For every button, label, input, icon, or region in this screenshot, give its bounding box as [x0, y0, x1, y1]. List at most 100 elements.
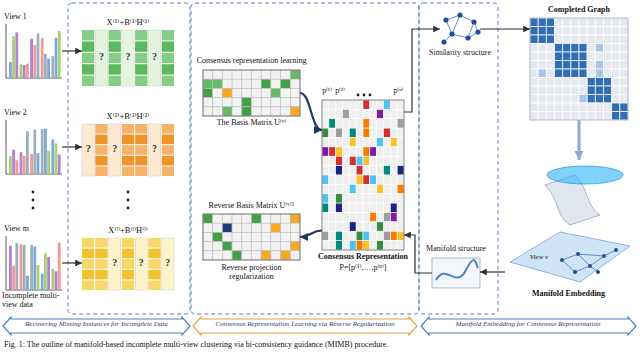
matrix-cell [370, 222, 377, 231]
data-cell [148, 249, 160, 259]
matrix-cell [336, 119, 343, 128]
graph-vertex [475, 29, 480, 34]
bar [44, 129, 47, 174]
stage-label: Consensus Representation Learning via Re… [202, 321, 408, 329]
heatmap-cell [587, 52, 595, 61]
matrix-cell [390, 175, 397, 184]
heatmap-cell [595, 103, 603, 112]
heatmap-cell [587, 103, 595, 112]
matrix-cell [336, 175, 343, 184]
matrix-cell [336, 231, 343, 240]
missing-column [122, 30, 134, 86]
data-cell [148, 238, 160, 248]
data-cell [122, 270, 134, 280]
matrix-cell [390, 231, 397, 240]
matrix-cell [343, 109, 350, 118]
matrix-cell [384, 213, 391, 222]
heatmap-cell [595, 86, 603, 95]
matrix-cell [222, 223, 232, 232]
missing-mark: ? [95, 51, 107, 62]
data-cell [82, 53, 94, 63]
matrix-cell [384, 231, 391, 240]
matrix-cell [397, 138, 404, 147]
matrix-cell [390, 203, 397, 212]
heatmap-cell [538, 86, 546, 95]
label-slot: View 1 [4, 13, 62, 22]
matrix-cell [281, 232, 291, 241]
data-cell [122, 249, 134, 259]
matrix-cell [370, 231, 377, 240]
matrix-cell [322, 166, 329, 175]
label-slot: P=[p⁽¹⁾,…,p⁽ⁿ⁾] [307, 264, 419, 273]
heatmap-cell [571, 35, 579, 44]
figure-caption: Fig. 1: The outline of manifold-based in… [4, 341, 636, 350]
heatmap-cell [620, 69, 628, 78]
matrix-cell [363, 166, 370, 175]
connector [480, 28, 530, 29]
matrix-cell [222, 242, 232, 251]
matrix-cell [377, 213, 384, 222]
matrix-cell [377, 241, 384, 250]
matrix-cell [232, 88, 242, 97]
matrix-cell [356, 222, 363, 231]
matrix-cell [290, 79, 300, 88]
matrix-cell [252, 98, 262, 107]
missing-mark: ? [148, 51, 160, 62]
connector [62, 262, 82, 263]
heatmap-cell [620, 35, 628, 44]
matrix-cell [329, 222, 336, 231]
bar [51, 269, 54, 290]
connector [62, 146, 82, 147]
data-cell [148, 270, 160, 280]
matrix-cell [336, 203, 343, 212]
heatmap-cell [546, 35, 554, 44]
matrix-cell [242, 223, 252, 232]
heatmap-cell [612, 95, 620, 104]
matrix-cell [397, 128, 404, 137]
matrix-cell [232, 98, 242, 107]
matrix-cell [252, 88, 262, 97]
bar [41, 129, 44, 174]
node-label: P=[p⁽¹⁾,…,p⁽ⁿ⁾] [307, 264, 419, 273]
matrix-cell [397, 213, 404, 222]
bar [58, 155, 61, 174]
data-matrix-art [82, 124, 174, 176]
data-cell [162, 53, 174, 63]
heatmap-cell [612, 52, 620, 61]
matrix-cell [252, 214, 262, 223]
matrix-cell [261, 107, 271, 116]
heatmap-cell [555, 18, 563, 27]
heatmap-cell [571, 61, 579, 70]
label-slot: Consensus Representation [307, 253, 419, 262]
matrix-cell [252, 242, 262, 251]
matrix-cell [242, 232, 252, 241]
matrix-cell [281, 79, 291, 88]
data-cell [122, 135, 134, 145]
matrix-cell [356, 109, 363, 118]
missing-mark: ? [135, 257, 147, 268]
heatmap-cell [579, 112, 587, 121]
heatmap-cell [538, 69, 546, 78]
matrix-cell [203, 70, 213, 79]
matrix-cell [232, 223, 242, 232]
connector [578, 120, 581, 160]
matrix-cell [370, 128, 377, 137]
matrix-cell [377, 100, 384, 109]
label-slot: Reverse projection regularization [204, 264, 300, 282]
missing-mark: ? [109, 143, 121, 154]
node-label: View 1 [4, 13, 62, 22]
matrix-cell [397, 175, 404, 184]
matrix-cell [322, 119, 329, 128]
heatmap-cell [563, 27, 571, 36]
graph-vertex [560, 258, 564, 262]
bar [37, 34, 40, 78]
matrix-cell [349, 138, 356, 147]
matrix-cell [203, 251, 213, 260]
matrix-cell [222, 70, 232, 79]
label-slot: Recovering Missing Instances for Incompl… [13, 321, 180, 329]
heatmap-cell [620, 112, 628, 121]
matrix-cell [384, 147, 391, 156]
heatmap-cell [571, 69, 579, 78]
label-slot: ? [109, 257, 121, 268]
graph-vertex [596, 270, 600, 274]
